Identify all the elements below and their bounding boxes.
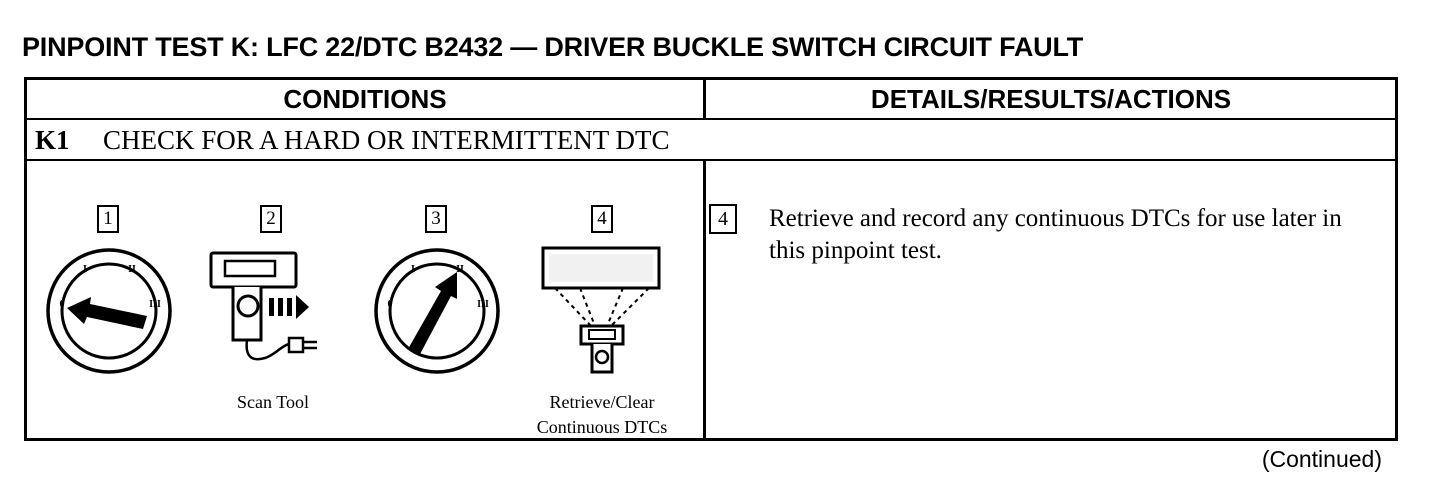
- pinpoint-test-table: CONDITIONS DETAILS/RESULTS/ACTIONS K1 CH…: [24, 77, 1398, 441]
- ignition-mark-start: III: [477, 299, 489, 310]
- ignition-mark-run: II: [128, 264, 136, 275]
- ignition-switch-off-icon: 0 I II III: [46, 248, 172, 374]
- figure-number-3: 3: [425, 205, 447, 233]
- ignition-mark-acc: I: [83, 264, 87, 275]
- scan-tool-display-icon: [541, 246, 661, 374]
- scan-tool-connect-icon: [209, 251, 317, 361]
- action-text: Retrieve and record any continuous DTCs …: [769, 205, 1342, 264]
- action-step-number: 4: [709, 204, 737, 234]
- step-divider: [27, 159, 1395, 161]
- ignition-mark-acc: I: [411, 264, 415, 275]
- ignition-mark-off: 0: [60, 299, 65, 310]
- figure-caption-2: Scan Tool: [237, 392, 309, 412]
- figure-caption-4-line-2: Continuous DTCs: [536, 417, 668, 437]
- step-row: K1 CHECK FOR A HARD OR INTERMITTENT DTC: [35, 122, 670, 158]
- figure-caption-4: Retrieve/Clear Continuous DTCs: [512, 390, 692, 440]
- step-title: CHECK FOR A HARD OR INTERMITTENT DTC: [103, 124, 670, 155]
- continued-label: (Continued): [1261, 446, 1382, 472]
- details-header: DETAILS/RESULTS/ACTIONS: [870, 83, 1232, 114]
- ignition-mark-off: 0: [388, 299, 393, 310]
- figure-number-2: 2: [260, 205, 282, 233]
- header-divider: [27, 118, 1395, 120]
- column-divider-top: [703, 80, 706, 118]
- column-divider-bottom: [703, 161, 706, 441]
- figure-number-1: 1: [97, 205, 119, 233]
- conditions-header: CONDITIONS: [283, 83, 447, 114]
- ignition-switch-run-icon: 0 I II III: [374, 248, 500, 374]
- page-title: PINPOINT TEST K: LFC 22/DTC B2432 — DRIV…: [22, 32, 1084, 62]
- ignition-mark-run: II: [456, 264, 464, 275]
- figure-caption-4-line-1: Retrieve/Clear: [549, 392, 655, 412]
- step-id: K1: [35, 124, 70, 155]
- ignition-mark-start: III: [149, 299, 161, 310]
- figure-number-4: 4: [591, 205, 613, 233]
